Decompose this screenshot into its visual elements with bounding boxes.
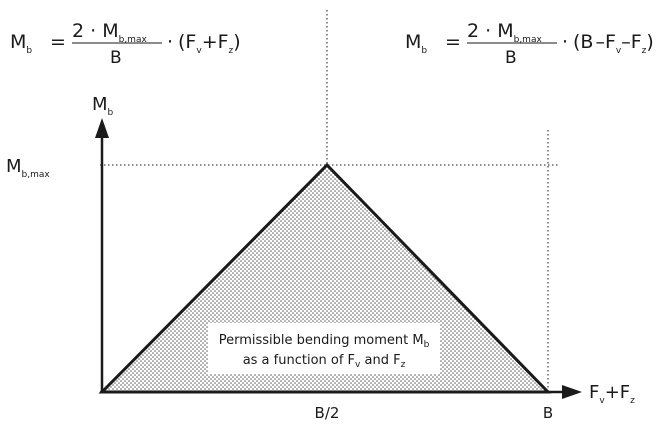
- y-max-label: Mb,max: [6, 156, 50, 180]
- x-axis-label: Fv+Fz: [589, 382, 635, 406]
- svg-text:=: =: [445, 31, 461, 53]
- svg-text:(Fv+Fz): (Fv+Fz): [178, 31, 241, 56]
- svg-text:B: B: [110, 48, 122, 68]
- svg-text:(B–Fv–Fz): (B–Fv–Fz): [573, 31, 654, 56]
- y-axis-label: Mb: [92, 94, 114, 118]
- svg-text:B: B: [505, 48, 517, 68]
- x-tick-mid: B/2: [315, 404, 340, 422]
- x-axis-arrow-icon: [562, 385, 582, 399]
- formula-right: Mb = 2 · Mb,max B · (B–Fv–Fz): [405, 20, 654, 68]
- caption-line-2: as a function of Fv and Fz: [243, 353, 406, 370]
- svg-text:2 · Mb,max: 2 · Mb,max: [72, 20, 147, 45]
- y-axis-arrow-icon: [95, 118, 109, 138]
- caption-box: Permissible bending moment Mb as a funct…: [208, 323, 440, 374]
- formula-left: Mb = 2 · Mb,max B · (Fv+Fz): [10, 20, 241, 68]
- svg-text:·: ·: [167, 31, 173, 53]
- svg-text:·: ·: [562, 31, 568, 53]
- svg-text:=: =: [50, 31, 66, 53]
- x-tick-end: B: [543, 404, 553, 422]
- caption-line-1: Permissible bending moment Mb: [219, 333, 430, 350]
- svg-text:Mb: Mb: [405, 31, 427, 56]
- svg-text:Mb: Mb: [10, 31, 32, 56]
- svg-text:2 · Mb,max: 2 · Mb,max: [467, 20, 542, 45]
